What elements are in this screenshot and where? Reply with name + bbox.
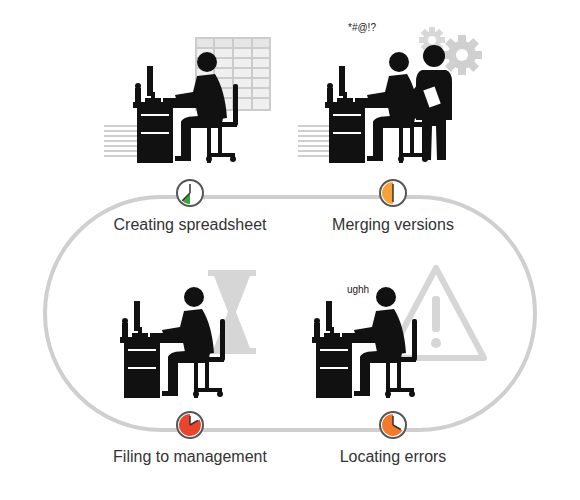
desk-worker <box>312 287 417 398</box>
exclamation-text: ughh <box>347 284 369 296</box>
exclamation-text: *#@!? <box>348 22 376 34</box>
standing-colleague <box>405 45 452 160</box>
process-loop <box>45 197 535 430</box>
clock-icon <box>380 412 406 438</box>
desk-worker <box>325 52 430 163</box>
hourglass-icon <box>208 270 256 354</box>
clock-icon <box>177 412 203 438</box>
step-label: Merging versions <box>328 215 458 234</box>
step-label: Creating spreadsheet <box>110 215 271 234</box>
gear-icon <box>442 35 482 75</box>
paper-stack <box>104 126 138 156</box>
clock-icon <box>380 180 406 206</box>
step-label: Locating errors <box>336 447 451 466</box>
desk-worker <box>133 52 238 163</box>
clock-icon <box>177 180 203 206</box>
step-label: Filing to management <box>109 447 271 466</box>
paper-stack <box>298 126 332 156</box>
desk-worker <box>120 287 225 398</box>
